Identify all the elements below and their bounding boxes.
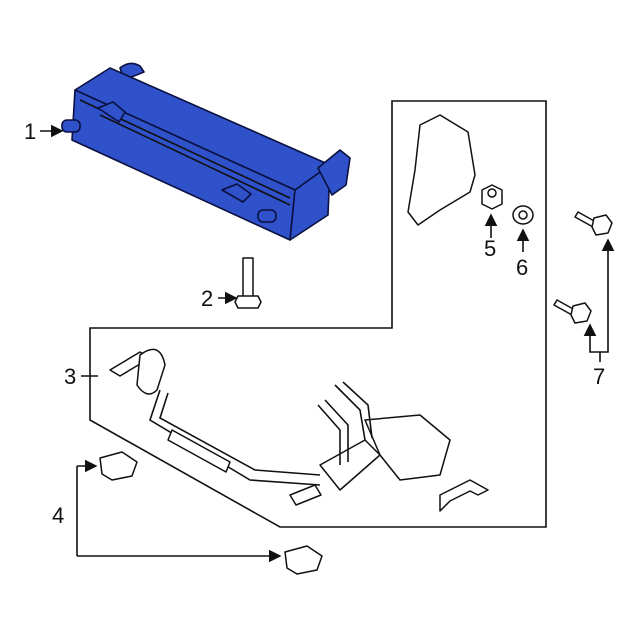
callout-3: 3 bbox=[64, 364, 76, 389]
callout-6: 6 bbox=[516, 255, 528, 280]
callout-2: 2 bbox=[201, 286, 213, 311]
group-outline bbox=[89, 100, 547, 528]
callout-5: 5 bbox=[484, 236, 496, 261]
callout-7: 7 bbox=[593, 364, 605, 389]
oil-cooler-part[interactable] bbox=[61, 62, 351, 241]
callout-1: 1 bbox=[24, 119, 36, 144]
bracket-part[interactable] bbox=[407, 114, 476, 226]
clip-part[interactable] bbox=[99, 451, 323, 575]
leader-lines bbox=[40, 124, 615, 563]
nut-part[interactable] bbox=[481, 184, 503, 210]
bolts-part[interactable] bbox=[553, 211, 613, 324]
cooler-lines-part[interactable] bbox=[109, 348, 489, 512]
washer-part[interactable] bbox=[512, 205, 534, 225]
bolt-part[interactable] bbox=[234, 257, 262, 309]
callout-4: 4 bbox=[52, 503, 64, 528]
